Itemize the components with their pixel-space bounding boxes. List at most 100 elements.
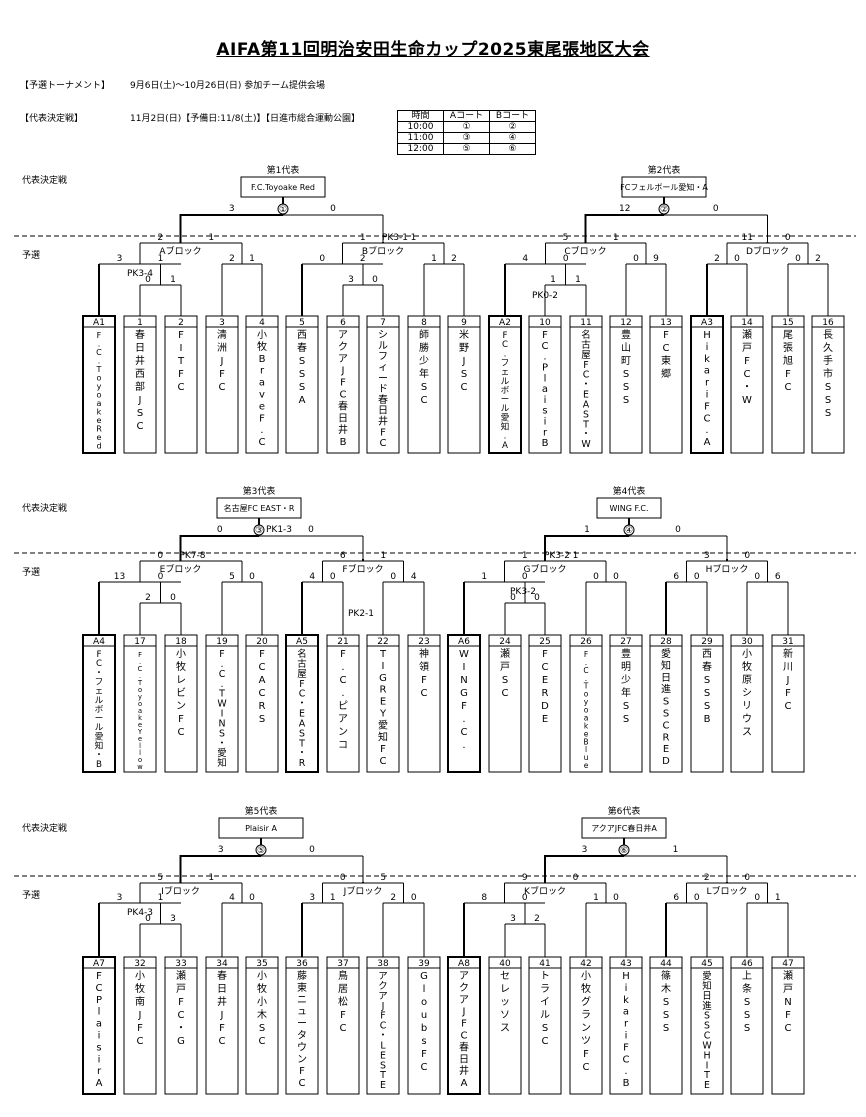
representative-winner: F.C.Toyoake Red xyxy=(251,183,315,192)
round1-score: 0 xyxy=(330,572,336,582)
team-box xyxy=(82,634,116,773)
round2-score: 2 xyxy=(145,593,151,603)
block-name: Dブロック xyxy=(746,245,789,257)
pk-score: PK4-3 xyxy=(127,908,153,918)
round1-score: 4 xyxy=(229,893,235,903)
team-box xyxy=(609,634,643,773)
round1-score: 6 xyxy=(775,572,781,582)
round1-score: 2 xyxy=(360,254,366,264)
pk-score: PK2-1 xyxy=(348,609,374,619)
team-number: 24 xyxy=(499,637,511,647)
round1-score: 4 xyxy=(411,572,417,582)
team-box xyxy=(366,315,400,454)
team-box xyxy=(164,315,198,454)
schedule-row: 12:00 ⑤ ⑥ xyxy=(397,143,536,155)
team-number: 31 xyxy=(782,637,793,647)
round1-score: 2 xyxy=(229,254,235,264)
round1-score: 1 xyxy=(431,254,437,264)
round2-score: 0 xyxy=(534,593,540,603)
team-box xyxy=(164,634,198,773)
schedule-table: 時間 Aコート Bコート 10:00 ① ② 11:00 ③ ④ 12:00 ⑤… xyxy=(397,110,536,155)
round1-score: 0 xyxy=(613,893,619,903)
block-name: Cブロック xyxy=(564,245,606,257)
team-box xyxy=(488,315,522,454)
team-box xyxy=(285,956,319,1095)
team-number: 29 xyxy=(701,637,713,647)
team-box xyxy=(690,315,724,454)
representative-title: 第2代表 xyxy=(648,164,681,176)
block-score-left: 5 xyxy=(157,873,163,883)
round1-score: 3 xyxy=(117,893,123,903)
team-box xyxy=(690,956,724,1095)
block-name: Bブロック xyxy=(362,245,404,257)
match-number-circle xyxy=(253,524,265,536)
team-number: 21 xyxy=(337,637,348,647)
block-score-right: 0 xyxy=(785,233,791,243)
team-box xyxy=(205,315,239,454)
final-score-left: 12 xyxy=(619,204,630,214)
round2-score: 0 xyxy=(510,593,516,603)
round1-score: 0 xyxy=(522,893,528,903)
team-number: 3 xyxy=(219,318,225,328)
team-box xyxy=(164,956,198,1095)
team-number: A1 xyxy=(93,318,105,328)
match-number-circle xyxy=(277,203,289,215)
team-box xyxy=(730,315,764,454)
team-number: 47 xyxy=(782,959,793,969)
round1-score: 3 xyxy=(117,254,123,264)
final-score-right: 0 xyxy=(308,525,314,535)
team-box xyxy=(488,634,522,773)
block-name: Hブロック xyxy=(706,563,749,575)
team-box xyxy=(285,634,319,773)
team-name: 小牧原シリウス xyxy=(742,648,752,738)
team-box xyxy=(569,634,603,773)
round1-score: 4 xyxy=(309,572,315,582)
team-box xyxy=(245,315,279,454)
prelim-label: 予選 xyxy=(22,567,40,578)
team-number: 18 xyxy=(175,637,187,647)
block-name: Jブロック xyxy=(343,885,383,897)
team-box xyxy=(123,956,157,1095)
team-number: 6 xyxy=(340,318,346,328)
round1-score: 2 xyxy=(451,254,457,264)
representative-title: 第6代表 xyxy=(608,805,641,817)
final-score-right: 1 xyxy=(673,845,679,855)
team-number: 13 xyxy=(660,318,671,328)
round1-score: 0 xyxy=(249,893,255,903)
final-winner-path xyxy=(584,214,664,242)
team-number: 30 xyxy=(741,637,753,647)
team-number: 34 xyxy=(216,959,228,969)
final-label: 【代表決定戦】 xyxy=(20,114,84,124)
round1-score: 1 xyxy=(158,893,164,903)
team-box xyxy=(771,634,805,773)
team-box xyxy=(326,956,360,1095)
team-box xyxy=(649,956,683,1095)
block-name: Lブロック xyxy=(706,885,747,897)
block-name: Aブロック xyxy=(159,245,201,257)
round1-score: 0 xyxy=(593,572,599,582)
team-box xyxy=(82,956,116,1095)
team-box xyxy=(407,956,441,1095)
